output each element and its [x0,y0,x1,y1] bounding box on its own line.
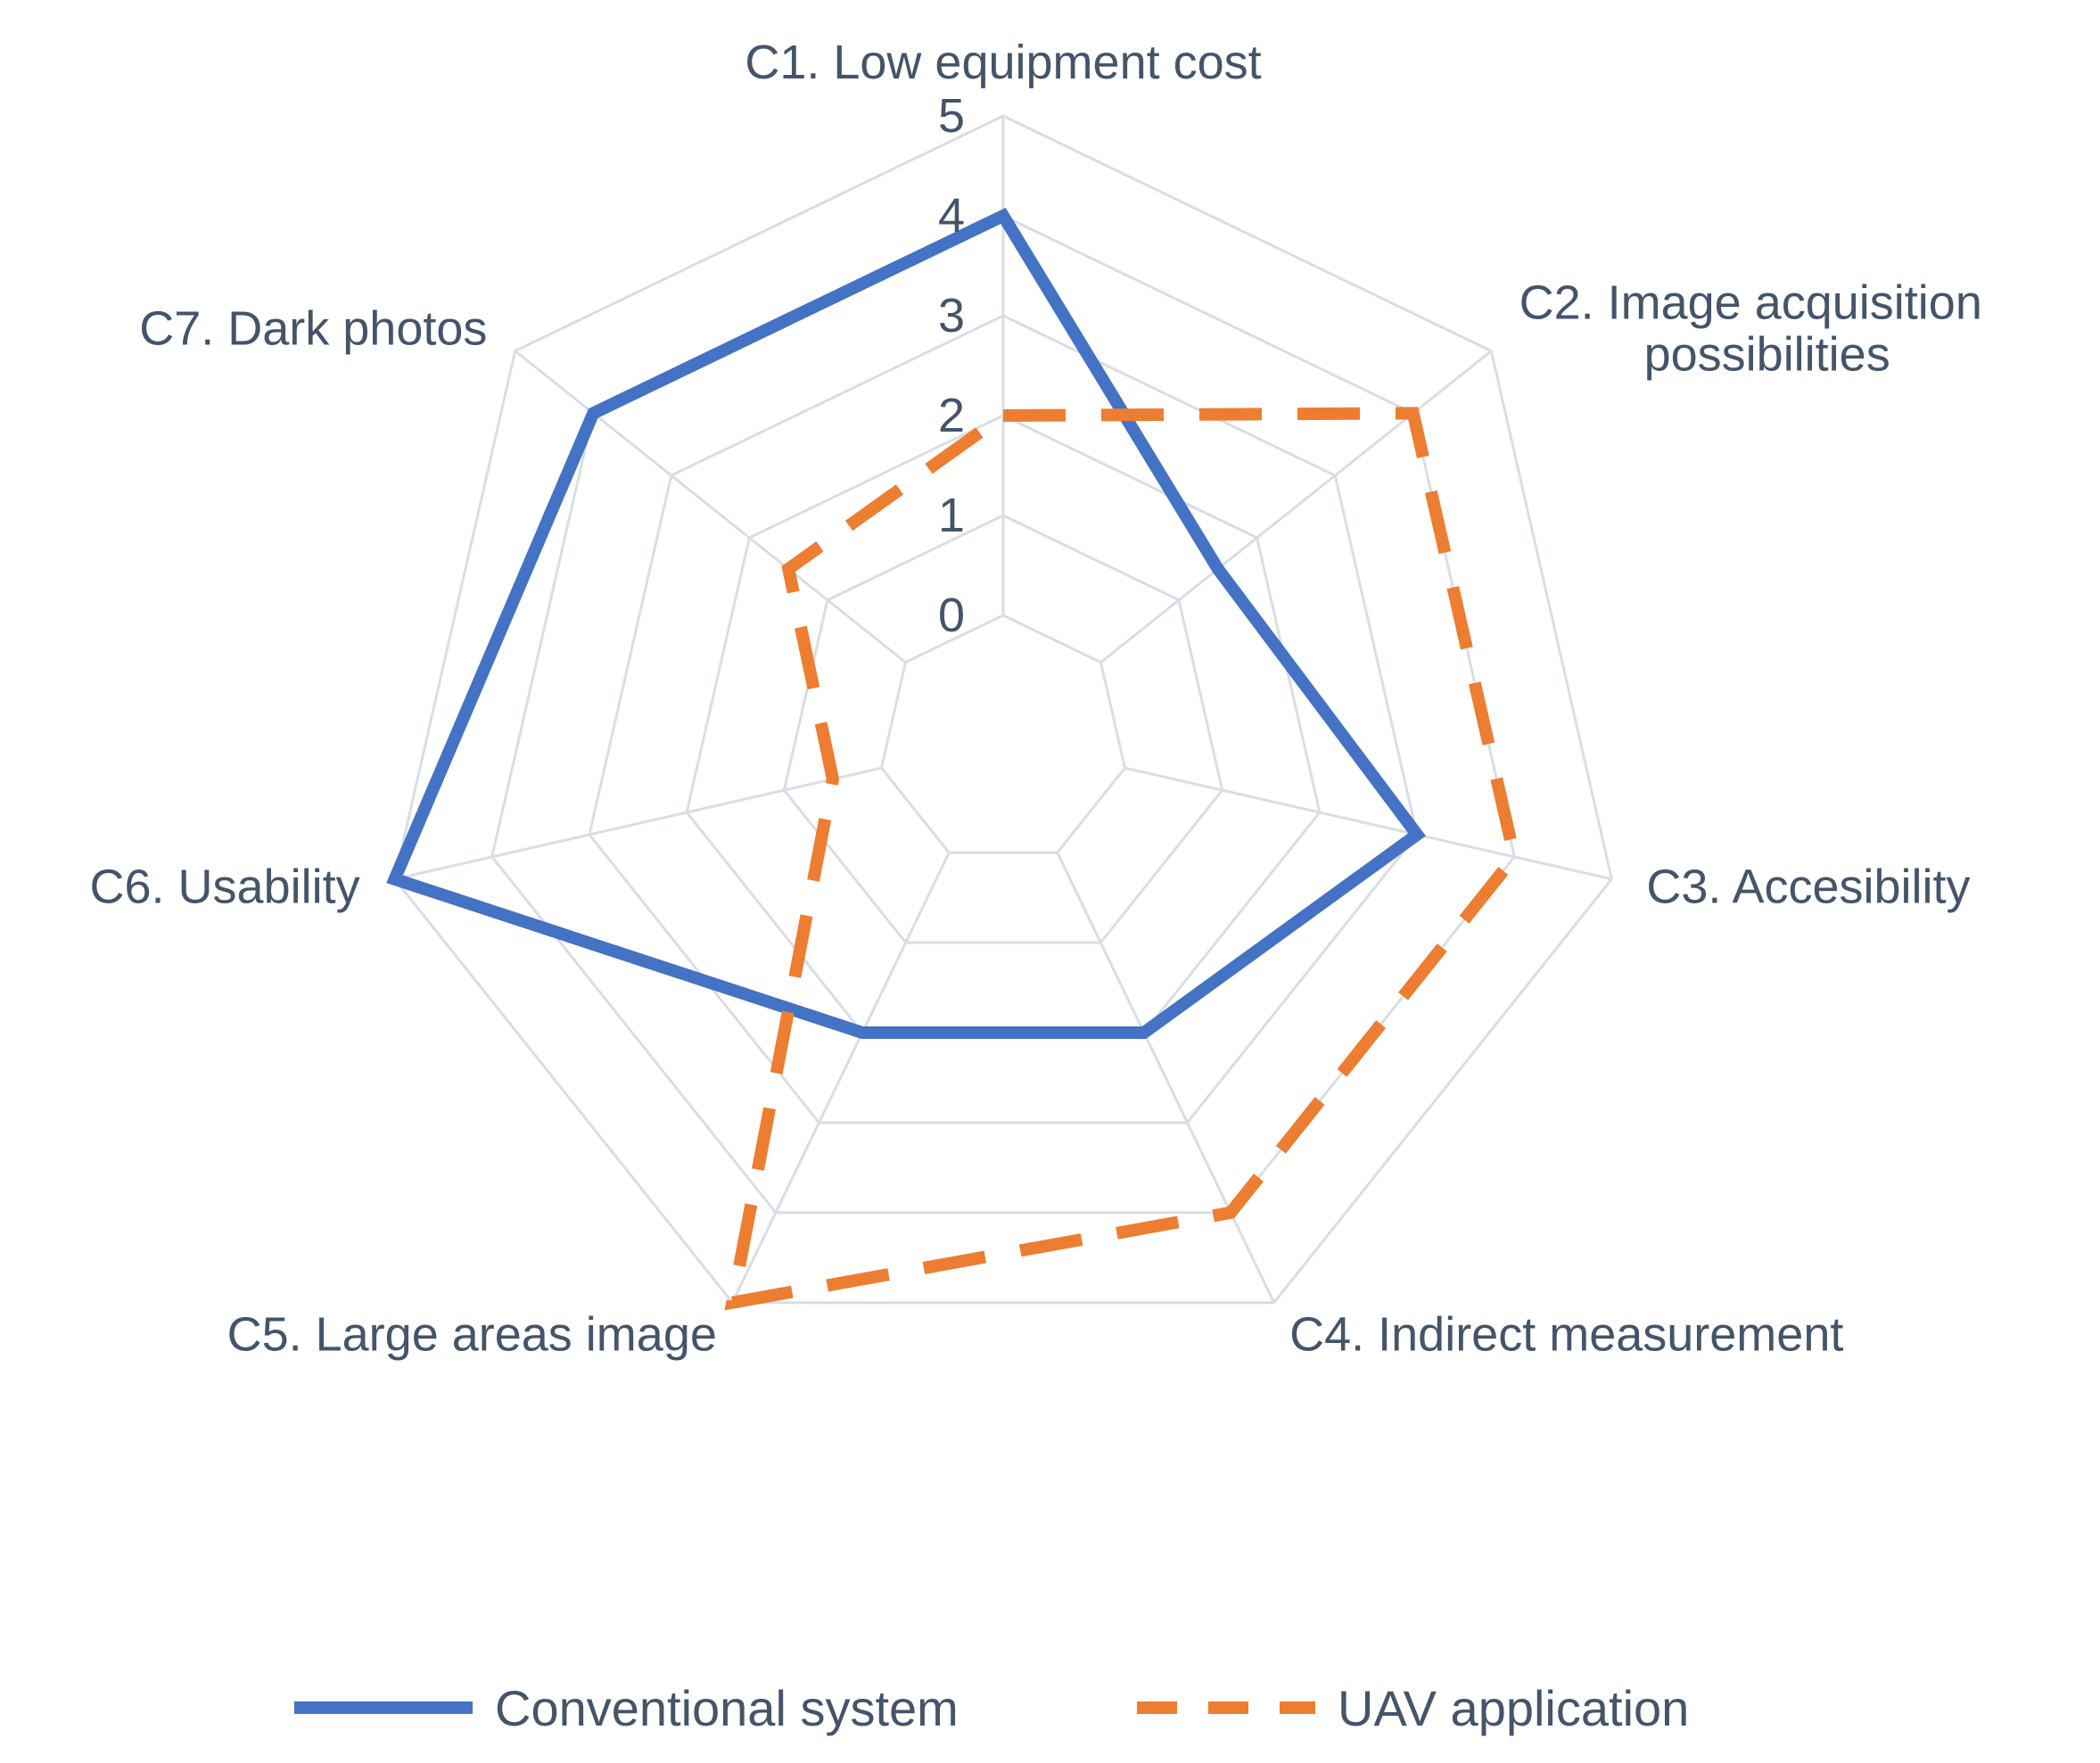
tick-layer: 0 1 2 3 4 5 [938,89,965,642]
grid-ring-0 [879,614,1127,854]
category-label-3: C3. Accesibility [1646,861,1970,914]
tick-label-5: 5 [938,89,965,143]
tick-label-0: 0 [938,589,965,642]
legend: Conventional system UAV application [294,1680,1689,1736]
spoke-4 [1056,852,1276,1304]
category-label-5: C5. Large areas image [227,1308,717,1362]
legend-label-2: UAV application [1338,1680,1689,1736]
series-line-2 [724,407,1521,1311]
grid-ring-3 [588,314,1419,1125]
grid-ring-1 [782,514,1224,944]
category-label-line: C7. Dark photos [139,302,487,356]
tick-label-3: 3 [938,289,965,342]
spoke-2 [1099,350,1493,663]
category-label-line: C6. Usability [90,861,360,914]
spoke-7 [514,350,907,663]
category-label-line: C5. Large areas image [227,1308,717,1362]
series-line-1 [386,207,1426,1039]
spoke-5 [730,852,951,1304]
spoke-6 [394,766,882,881]
category-label-line: C3. Accesibility [1646,861,1970,914]
grid-ring-4 [490,214,1516,1215]
category-label-4: C4. Indirect measurement [1289,1308,1843,1362]
tick-label-4: 4 [938,189,965,243]
grid-ring-5 [392,114,1614,1305]
category-label-line: possibilities [1644,328,1890,382]
grid-layer [392,114,1614,1305]
tick-label-1: 1 [938,489,965,542]
series-layer [386,207,1521,1311]
spoke-3 [1124,766,1612,881]
category-label-line: C4. Indirect measurement [1289,1308,1843,1362]
category-label-line: C1. Low equipment cost [745,36,1261,89]
category-label-line: C2. Image acquisition [1519,276,1982,330]
category-label-1: C1. Low equipment cost [745,36,1261,89]
legend-label-1: Conventional system [495,1680,959,1736]
category-label-6: C6. Usability [90,861,360,914]
tick-label-2: 2 [938,389,965,442]
category-label-7: C7. Dark photos [139,302,487,356]
